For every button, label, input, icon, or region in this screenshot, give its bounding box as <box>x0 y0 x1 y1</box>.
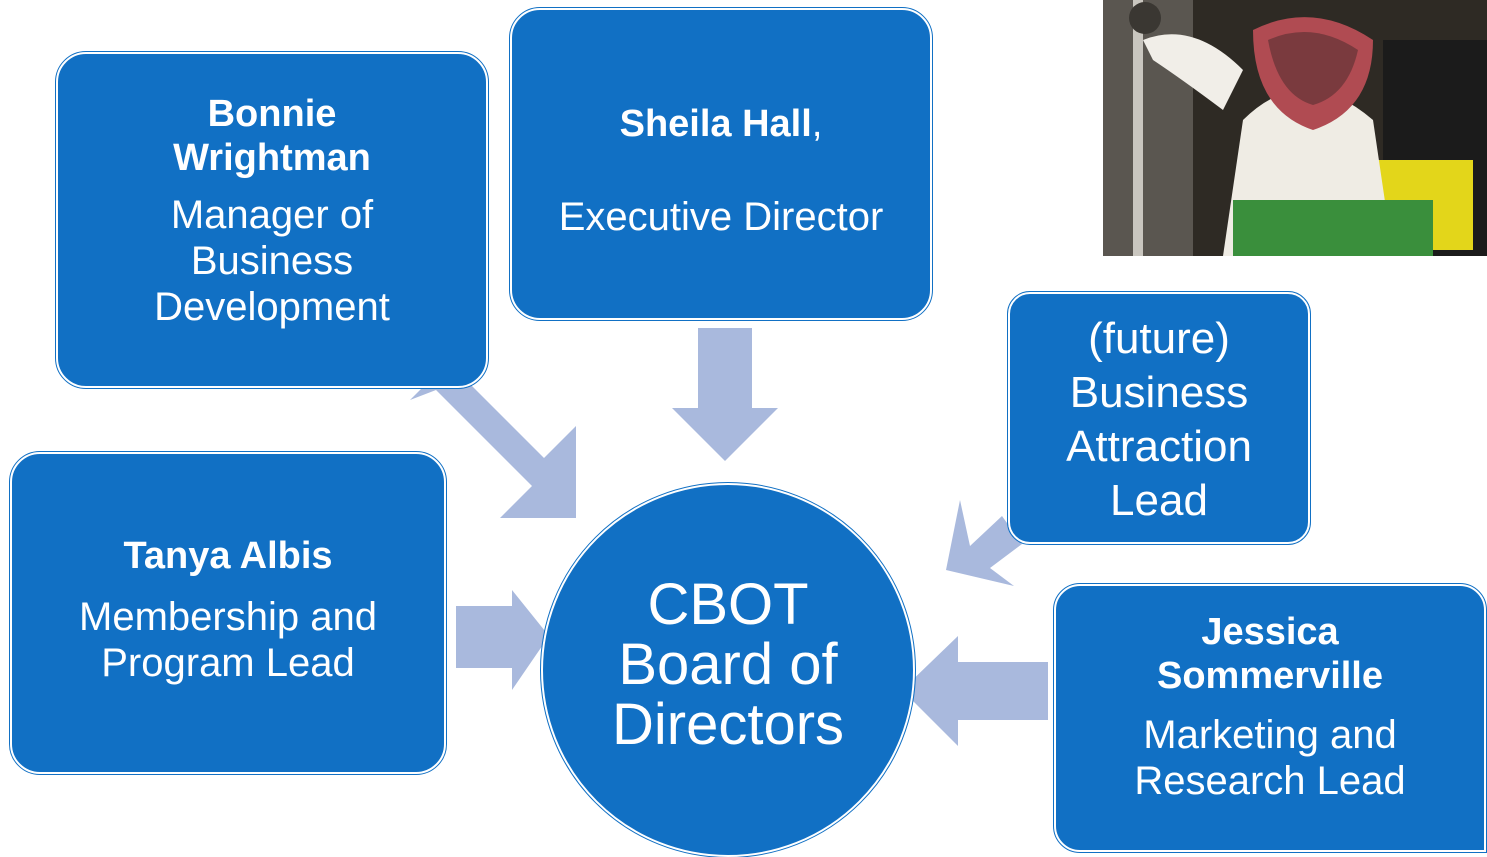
center-line3: Directors <box>611 692 845 757</box>
box-tanya-albis: Tanya Albis Membership and Program Lead <box>9 451 447 775</box>
arrow-sheila-to-board <box>672 328 778 461</box>
future-line3: Attraction <box>1066 422 1252 471</box>
role-tanya-line1: Membership and <box>79 595 377 639</box>
name-bonnie-line1: Bonnie <box>207 93 337 135</box>
role-sheila: Executive Director <box>558 195 884 239</box>
role-bonnie-line2: Business <box>190 239 354 283</box>
role-bonnie-line3: Development <box>154 285 390 329</box>
name-sheila-suffix: , <box>811 103 823 145</box>
name-sheila: Sheila Hall, <box>620 102 823 146</box>
board-of-directors-circle: CBOT Board of Directors <box>540 482 916 857</box>
name-sheila-text: Sheila Hall <box>619 103 812 145</box>
center-line1: CBOT <box>647 572 809 637</box>
arrow-jessica-to-board <box>902 636 1048 746</box>
person-photo <box>1103 0 1487 256</box>
role-jessica-line1: Marketing and <box>1143 713 1397 757</box>
box-bonnie-wrightman: Bonnie Wrightman Manager of Business Dev… <box>55 51 489 389</box>
center-line2: Board of <box>618 632 838 697</box>
future-line4: Lead <box>1110 476 1208 525</box>
arrow-tanya-to-board <box>456 590 549 690</box>
future-line2: Business <box>1069 368 1249 417</box>
name-jessica-line1: Jessica <box>1201 611 1339 653</box>
role-tanya-line2: Program Lead <box>101 641 355 685</box>
box-sheila-hall: Sheila Hall, Executive Director <box>509 7 933 321</box>
name-tanya: Tanya Albis <box>123 535 333 577</box>
role-bonnie-line1: Manager of <box>170 193 374 237</box>
name-jessica-line2: Sommerville <box>1157 655 1383 697</box>
future-line1: (future) <box>1088 314 1230 363</box>
name-bonnie-line2: Wrightman <box>173 137 371 179</box>
arrow-bonnie-to-board <box>410 362 576 518</box>
arrow-future-to-board <box>946 500 1022 586</box>
box-jessica-sommerville: Jessica Sommerville Marketing and Resear… <box>1053 583 1487 853</box>
box-future-business-attraction: (future) Business Attraction Lead <box>1007 291 1311 545</box>
role-jessica-line2: Research Lead <box>1134 759 1406 803</box>
